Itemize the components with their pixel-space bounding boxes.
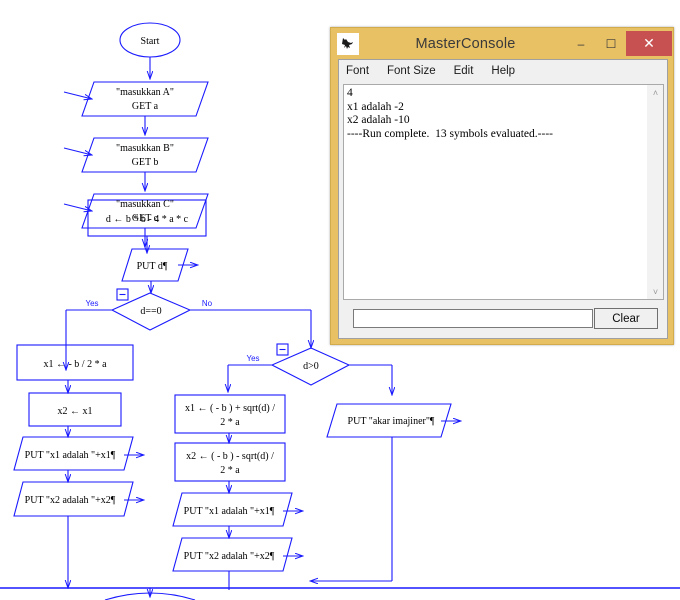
- console-input-bar: Clear: [339, 300, 667, 338]
- node-input-a-line2: GET a: [132, 101, 159, 112]
- node-input-b[interactable]: [81, 137, 209, 173]
- node-eq-x1-label: x1 ← - b / 2 * a: [43, 359, 107, 370]
- node-eq-put-x2-label: PUT "x2 adalah "+x2¶: [25, 495, 116, 506]
- node-imaginary-label: PUT "akar imajiner"¶: [348, 416, 435, 427]
- window-title: MasterConsole: [415, 35, 516, 52]
- raptor-icon: [337, 32, 359, 55]
- branch-label-yes-d-eq-0: Yes: [85, 299, 98, 308]
- node-cond-d-eq-0-label: d==0: [140, 306, 161, 317]
- maximize-button[interactable]: ☐: [605, 36, 617, 51]
- node-imaginary[interactable]: [326, 403, 452, 438]
- node-cond-d-gt-0-label: d>0: [303, 361, 319, 372]
- console-output-text: 4 x1 adalah -2 x2 adalah -10 ----Run com…: [347, 87, 553, 140]
- close-button[interactable]: ✕: [626, 31, 672, 56]
- node-input-c-line1: "masukkan C": [116, 199, 174, 210]
- node-gt-put-x1-label: PUT "x1 adalah "+x1¶: [184, 506, 275, 517]
- scroll-down-icon[interactable]: ˅: [652, 286, 659, 297]
- branch-label-no-d-eq-0: No: [202, 299, 213, 308]
- node-put-d-label: PUT d¶: [137, 261, 168, 272]
- masterconsole-window: MasterConsole – ☐ ✕ Font Font Size Edit …: [330, 27, 674, 345]
- scroll-up-icon[interactable]: ˄: [652, 87, 659, 98]
- node-input-b-line2: GET b: [132, 157, 159, 168]
- node-gt-x1-line2: 2 * a: [220, 417, 240, 428]
- node-eq-put-x2[interactable]: [13, 481, 134, 517]
- minimize-button[interactable]: –: [577, 36, 585, 51]
- console-output-panel: 4 x1 adalah -2 x2 adalah -10 ----Run com…: [343, 84, 664, 300]
- node-gt-x1[interactable]: [174, 394, 286, 434]
- node-gt-put-x2[interactable]: [172, 537, 293, 572]
- menu-bar: Font Font Size Edit Help: [339, 60, 667, 82]
- node-put-d[interactable]: [121, 248, 189, 282]
- console-scrollbar[interactable]: ˄ ˅: [647, 85, 663, 299]
- menu-item-edit[interactable]: Edit: [453, 64, 474, 77]
- node-eq-put-x1-label: PUT "x1 adalah "+x1¶: [25, 450, 116, 461]
- node-gt-put-x1[interactable]: [172, 492, 293, 527]
- node-gt-x1-line1: x1 ← ( - b ) + sqrt(d) /: [185, 403, 275, 414]
- node-gt-x2-line1: x2 ← ( - b ) - sqrt(d) /: [186, 451, 274, 462]
- node-calc-d-label: d ← b * b - 4 * a * c: [106, 214, 189, 225]
- branch-label-yes-d-gt-0: Yes: [246, 354, 259, 363]
- node-eq-x1[interactable]: [16, 344, 134, 381]
- command-input[interactable]: [353, 309, 593, 328]
- node-cond-d-eq-0[interactable]: [110, 292, 192, 331]
- node-start-label: Start: [141, 36, 160, 47]
- node-gt-x2-line2: 2 * a: [220, 465, 240, 476]
- node-eq-x2-label: x2 ← x1: [58, 406, 93, 417]
- clear-button[interactable]: Clear: [594, 308, 658, 329]
- node-input-c[interactable]: [81, 193, 209, 229]
- node-eq-x2[interactable]: [28, 392, 122, 427]
- node-input-b-line1: "masukkan B": [116, 143, 174, 154]
- menu-item-help[interactable]: Help: [491, 64, 516, 77]
- node-input-a-line1: "masukkan A": [116, 87, 174, 98]
- menu-item-font[interactable]: Font: [346, 64, 370, 77]
- window-client-area: Font Font Size Edit Help 4 x1 adalah -2 …: [338, 59, 668, 339]
- node-input-a[interactable]: [81, 81, 209, 117]
- node-gt-x2[interactable]: [174, 442, 286, 482]
- node-eq-put-x1[interactable]: [13, 436, 134, 471]
- node-input-c-line2: GET c: [132, 213, 159, 224]
- title-bar[interactable]: MasterConsole – ☐ ✕: [331, 28, 673, 59]
- menu-item-font-size[interactable]: Font Size: [387, 64, 436, 77]
- node-cond-d-gt-0[interactable]: [270, 347, 351, 386]
- node-gt-put-x2-label: PUT "x2 adalah "+x2¶: [184, 551, 275, 562]
